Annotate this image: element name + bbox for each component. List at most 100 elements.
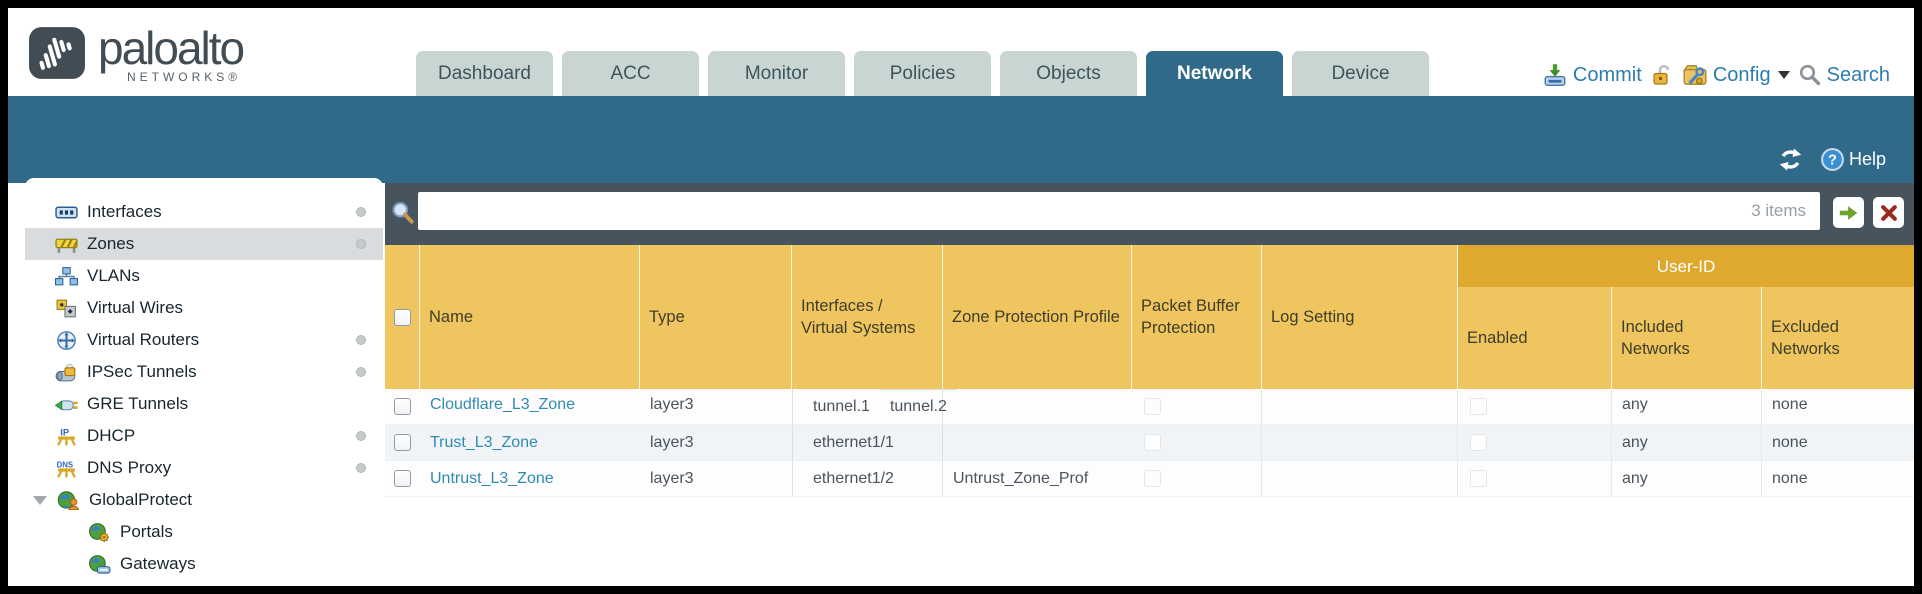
column-header-included-networks[interactable]: Included Networks <box>1612 245 1762 389</box>
svg-text:IP: IP <box>60 427 69 437</box>
tab-device[interactable]: Device <box>1292 51 1429 96</box>
sidebar-item-label: Gateways <box>120 554 196 573</box>
items-count: 3 items <box>1751 201 1806 220</box>
sidebar-item-label: Virtual Routers <box>87 330 200 349</box>
column-header-enabled[interactable]: Enabled <box>1458 245 1612 389</box>
commit-button[interactable]: Commit <box>1542 62 1642 88</box>
tab-monitor[interactable]: Monitor <box>708 51 845 96</box>
sidebar-item-dns-proxy[interactable]: DNS DNS Proxy <box>25 452 383 484</box>
sidebar-item-zones[interactable]: Zones <box>25 228 383 260</box>
search-icon <box>1799 64 1820 86</box>
tab-acc[interactable]: ACC <box>562 51 699 96</box>
sidebar-item-virtual-wires[interactable]: Virtual Wires <box>25 292 383 324</box>
excluded-networks-cell: none <box>1772 433 1808 451</box>
zone-name-link[interactable]: Untrust_L3_Zone <box>430 469 554 487</box>
table-row[interactable]: Untrust_L3_Zone layer3 ethernet1/2 Untru… <box>385 461 1914 497</box>
select-all-cell <box>385 245 420 389</box>
excluded-networks-cell: none <box>1772 396 1808 413</box>
tab-policies[interactable]: Policies <box>854 51 991 96</box>
column-header-excluded-networks[interactable]: Excluded Networks <box>1771 317 1840 358</box>
zone-interfaces-cell: ethernet1/1 <box>792 425 943 460</box>
log-setting-cell <box>1262 389 1458 424</box>
sidebar-item-label: VLANs <box>87 266 140 285</box>
table-row[interactable]: Trust_L3_Zone layer3 ethernet1/1 any non… <box>385 425 1914 461</box>
top-bar: paloalto NETWORKS® Dashboard ACC Monitor… <box>8 8 1914 96</box>
user-id-enabled-checkbox <box>1470 398 1487 415</box>
packet-buffer-checkbox <box>1144 398 1161 415</box>
svg-text:DNS: DNS <box>57 460 74 469</box>
table-body: Cloudflare_L3_Zone layer3 tunnel.1 tunne… <box>385 389 1914 497</box>
gre-tunnels-icon <box>55 399 78 410</box>
clear-filter-button[interactable] <box>1873 197 1904 228</box>
column-header-interfaces[interactable]: Interfaces / Virtual Systems <box>792 245 943 389</box>
column-header-packet-buffer-protection[interactable]: Packet Buffer Protection <box>1132 245 1262 389</box>
column-header-type[interactable]: Type <box>640 245 792 389</box>
interfaces-icon <box>55 206 78 218</box>
tab-objects[interactable]: Objects <box>1000 51 1137 96</box>
commit-label: Commit <box>1572 63 1642 86</box>
tab-network[interactable]: Network <box>1146 51 1283 96</box>
zone-type-cell: layer3 <box>650 396 694 413</box>
unlock-icon[interactable] <box>1650 63 1674 87</box>
row-checkbox[interactable] <box>394 398 411 415</box>
global-search-button[interactable]: Search <box>1798 63 1890 87</box>
sidebar-item-vlans[interactable]: VLANs <box>25 260 383 292</box>
included-networks-cell: any <box>1612 461 1762 496</box>
help-button[interactable]: ? Help <box>1820 147 1886 172</box>
network-sidebar: Interfaces Zones <box>25 178 383 586</box>
vlans-icon <box>55 266 78 285</box>
user-id-enabled-cell <box>1458 389 1612 424</box>
log-setting-cell <box>1262 425 1458 460</box>
sidebar-item-gateways[interactable]: Gateways <box>25 548 383 580</box>
zone-protection-profile-cell: Untrust_Zone_Prof <box>953 469 1089 487</box>
select-all-checkbox[interactable] <box>393 308 411 326</box>
refresh-icon[interactable] <box>1777 146 1804 173</box>
column-header-zone-protection-profile[interactable]: Zone Protection Profile <box>943 245 1132 389</box>
sidebar-item-label: Interfaces <box>87 202 162 221</box>
user-id-group-header: User-ID <box>1458 245 1914 287</box>
sidebar-item-dhcp[interactable]: IP DHCP <box>25 420 383 452</box>
column-header-log-setting[interactable]: Log Setting <box>1262 245 1458 389</box>
packet-buffer-protection-cell <box>1132 389 1262 424</box>
sidebar-item-gre-tunnels[interactable]: GRE Tunnels <box>25 388 383 420</box>
close-icon <box>1880 204 1897 221</box>
dns-proxy-icon: DNS <box>57 460 76 478</box>
brand-wordmark: paloalto NETWORKS® <box>98 24 245 84</box>
zone-name-link[interactable]: Cloudflare_L3_Zone <box>430 396 575 413</box>
sidebar-item-portals[interactable]: Portals <box>25 516 383 548</box>
expander-triangle-icon[interactable] <box>33 496 47 505</box>
column-header-name[interactable]: Name <box>420 245 640 389</box>
table-row[interactable]: Cloudflare_L3_Zone layer3 tunnel.1 tunne… <box>385 389 1914 425</box>
globalprotect-icon <box>57 490 80 510</box>
filter-toolbar: 3 items <box>385 183 1914 245</box>
apply-filter-button[interactable] <box>1833 197 1864 228</box>
zone-protection-profile-cell <box>943 389 1132 424</box>
header-utilities: Commit Config <box>1542 62 1890 88</box>
zone-name-link[interactable]: Trust_L3_Zone <box>430 433 538 451</box>
sidebar-item-globalprotect[interactable]: GlobalProtect <box>25 484 383 516</box>
row-checkbox[interactable] <box>394 434 411 451</box>
teal-band: ? Help <box>8 96 1914 183</box>
user-id-enabled-checkbox <box>1470 434 1487 451</box>
help-icon: ? <box>1821 148 1844 171</box>
config-button[interactable]: Config <box>1682 62 1790 88</box>
zone-interfaces-cell: ethernet1/2 <box>792 461 943 496</box>
user-id-enabled-cell <box>1458 425 1612 460</box>
sidebar-item-ipsec-tunnels[interactable]: IPSec Tunnels <box>25 356 383 388</box>
app-window: paloalto NETWORKS® Dashboard ACC Monitor… <box>8 8 1914 586</box>
main-content: 3 items <box>385 183 1914 586</box>
sidebar-item-label: GRE Tunnels <box>87 394 189 413</box>
zone-interfaces-cell: tunnel.1 tunnel.2 <box>792 389 957 424</box>
sidebar-item-virtual-routers[interactable]: Virtual Routers <box>25 324 383 356</box>
tab-dashboard[interactable]: Dashboard <box>416 51 553 96</box>
status-dot <box>356 367 366 377</box>
interface-item: tunnel.2 <box>879 389 957 424</box>
status-dot <box>356 431 366 441</box>
filter-input[interactable]: 3 items <box>418 192 1820 230</box>
row-checkbox[interactable] <box>394 470 411 487</box>
svg-text:?: ? <box>1828 153 1837 169</box>
user-id-enabled-checkbox <box>1470 470 1487 487</box>
sidebar-item-interfaces[interactable]: Interfaces <box>25 196 383 228</box>
packet-buffer-checkbox <box>1144 434 1161 451</box>
